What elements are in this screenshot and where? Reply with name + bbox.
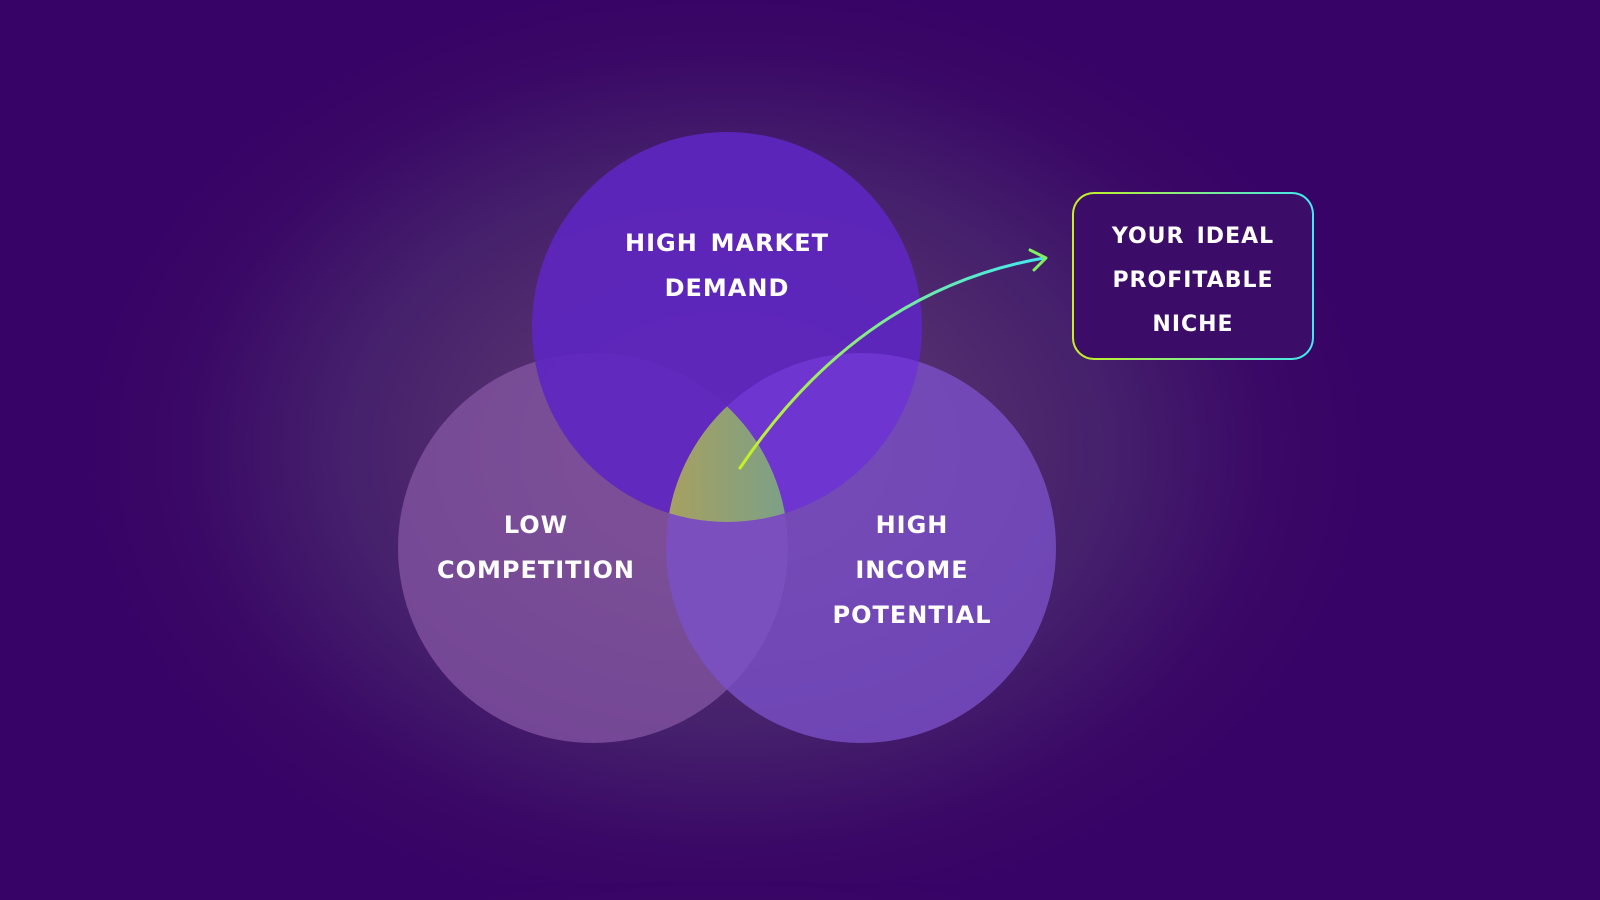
label-low-competition: Low Competition	[400, 500, 672, 590]
label-line: High	[875, 502, 949, 542]
label-high-income-potential: High Income Potential	[792, 500, 1032, 635]
label-line: Competition	[437, 547, 635, 587]
callout-line: Your Ideal	[1111, 213, 1275, 251]
ideal-niche-callout: Your Ideal Profitable Niche	[1072, 192, 1314, 360]
label-line: Low	[503, 502, 569, 542]
label-line: Demand	[664, 265, 790, 305]
label-line: Income	[855, 547, 969, 587]
label-high-market-demand: High Market Demand	[577, 218, 877, 308]
arrow-icon	[738, 256, 1046, 470]
callout-line: Niche	[1152, 301, 1234, 339]
label-line: Potential	[832, 592, 992, 632]
label-line: High Market	[625, 220, 829, 260]
venn-diagram	[398, 132, 1056, 743]
callout-line: Profitable	[1112, 257, 1274, 295]
